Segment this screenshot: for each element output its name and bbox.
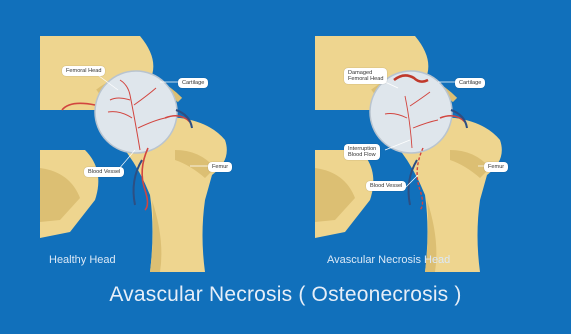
label-femur-right: Femur [484,162,508,172]
diagram-title: Avascular Necrosis ( Osteonecrosis ) [0,283,571,307]
label-cartilage-left: Cartilage [178,78,208,88]
label-blood-vessel-right: Blood Vessel [366,181,406,191]
label-cartilage-right: Cartilage [455,78,485,88]
label-interruption-blood-flow: Interruption Blood Flow [344,144,380,160]
caption-avascular-necrosis-head: Avascular Necrosis Head [327,254,450,266]
label-damaged-femoral-head: Damaged Femoral Head [344,68,387,84]
label-femur-left: Femur [208,162,232,172]
label-femoral-head: Femoral Head [62,66,105,76]
femoral-head-left [95,71,177,153]
label-blood-vessel-left: Blood Vessel [84,167,124,177]
caption-healthy-head: Healthy Head [49,254,116,266]
